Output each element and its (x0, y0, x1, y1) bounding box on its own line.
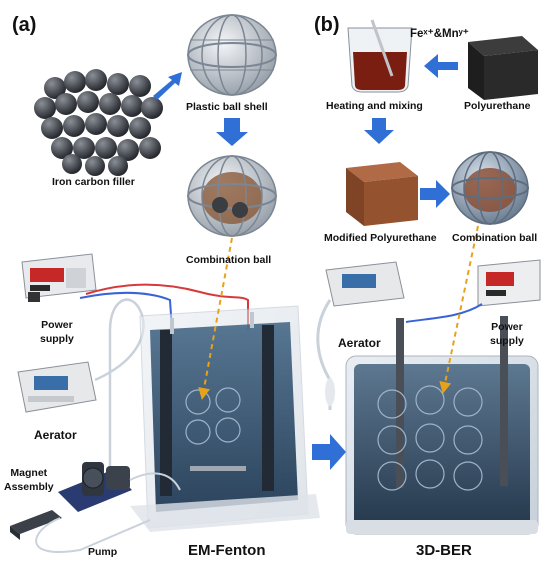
air-tube (94, 298, 145, 470)
label-power-supply-right: Power supply (490, 321, 524, 348)
pump-device (58, 462, 132, 512)
power-supply-device (21, 253, 97, 302)
wire-blue (79, 291, 173, 331)
label-em-fenton: EM-Fenton (188, 542, 266, 559)
arrow-modified-to-combination (420, 180, 450, 208)
arrow-shell-to-combination (216, 118, 248, 146)
dashed-arrow-right (439, 225, 479, 394)
power-supply-right-device (477, 259, 541, 307)
aerator-device (17, 361, 97, 413)
combination-ball-image (187, 155, 277, 237)
label-polyurethane: Polyurethane (464, 100, 531, 112)
arrow-left-to-right (312, 434, 346, 470)
aerator-right-device (325, 261, 405, 307)
arrow-poly-to-beaker (424, 54, 458, 78)
label-ions: Feˣ⁺&Mnʸ⁺ (410, 28, 469, 40)
combination-ball-right-image (451, 151, 529, 225)
label-modified-polyurethane: Modified Polyurethane (324, 232, 437, 244)
panel-label-b: (b) (314, 14, 340, 36)
wire-right (405, 303, 483, 323)
label-aerator-left: Aerator (34, 428, 77, 442)
magnet-assembly-device (10, 510, 62, 540)
pump-tube (35, 472, 181, 553)
arrow-heating-to-modified (364, 118, 394, 144)
label-heating-mixing: Heating and mixing (326, 100, 423, 112)
label-3d-ber: 3D-BER (416, 542, 472, 559)
plastic-ball-shell-image (187, 14, 277, 96)
arrow-filler-to-shell (153, 72, 182, 100)
panel-label-a: (a) (12, 14, 37, 36)
polyurethane-image (468, 36, 538, 100)
label-pump: Pump (88, 546, 118, 558)
label-combination-ball-right: Combination ball (452, 232, 538, 244)
label-combination-ball-left: Combination ball (186, 254, 272, 266)
wire-red (85, 283, 249, 330)
label-power-supply-left: Power supply (40, 319, 74, 346)
3d-ber-reactor (345, 316, 539, 535)
label-plastic-ball-shell: Plastic ball shell (186, 101, 268, 113)
label-aerator-right: Aerator (338, 336, 381, 350)
label-magnet-assembly: Magnet Assembly (4, 467, 54, 494)
modified-polyurethane-image (346, 162, 418, 226)
label-iron-carbon-filler: Iron carbon filler (52, 176, 135, 188)
beaker-heating (347, 19, 413, 93)
air-flowmeter (325, 378, 335, 406)
iron-carbon-filler-image (34, 69, 163, 176)
em-fenton-reactor (130, 305, 320, 532)
